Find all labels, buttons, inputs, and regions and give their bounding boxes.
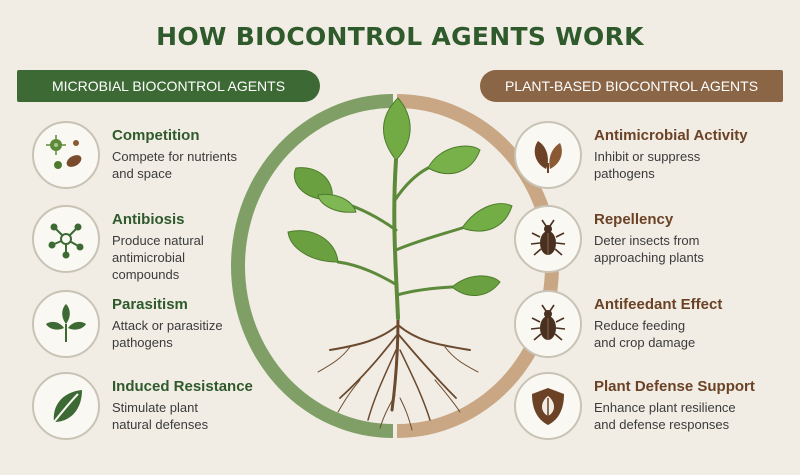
page-title: HOW BIOCONTROL AGENTS WORK [156,22,644,51]
right-item-plant-defense-support: Plant Defense Support Enhance plant resi… [514,372,800,452]
roots-icon [317,316,479,431]
plant-based-banner: PLANT-BASED BIOCONTROL AGENTS [480,70,783,102]
item-desc-line: Compete for nutrients [112,149,238,164]
leaf-icon [32,372,100,440]
item-desc-line: and crop damage [594,335,696,350]
item-desc-line: compounds [112,267,180,282]
item-desc-line: and space [112,166,172,181]
right-item-antifeedant-effect: Antifeedant Effect Reduce feeding and cro… [514,290,800,370]
item-desc-line: Produce natural [112,233,204,248]
shield-leaf-icon [514,372,582,440]
item-heading: Repellency [594,211,674,228]
molecule-icon [32,205,100,273]
left-item-parasitism: Parasitism Attack or parasitize pathogens [32,290,352,370]
left-item-antibiosis: Antibiosis Produce natural antimicrobial c… [32,205,352,285]
item-heading: Antimicrobial Activity [594,127,748,144]
item-desc-line: Enhance plant resilience [594,400,736,415]
item-heading: Plant Defense Support [594,378,755,395]
item-heading: Induced Resistance [112,378,253,395]
leaf-pair-icon [514,121,582,189]
item-desc-line: pathogens [112,335,173,350]
microbial-banner: MICROBIAL BIOCONTROL AGENTS [17,70,320,102]
leaves-icon [32,290,100,358]
item-desc-line: Reduce feeding [594,318,686,333]
item-heading: Parasitism [112,296,188,313]
item-desc-line: Attack or parasitize [112,318,223,333]
item-desc-line: Deter insects from [594,233,700,248]
microbes-icon [32,121,100,189]
beetle-icon [514,290,582,358]
item-heading: Antibiosis [112,211,185,228]
item-desc-line: Stimulate plant [112,400,198,415]
item-desc-line: antimicrobial [112,250,185,265]
item-heading: Antifeedant Effect [594,296,723,313]
left-item-competition: Competition Compete for nutrients and spa… [32,121,352,201]
left-item-induced-resistance: Induced Resistance Stimulate plant natura… [32,372,352,452]
item-desc-line: and defense responses [594,417,730,432]
item-desc-line: natural defenses [112,417,209,432]
item-desc-line: pathogens [594,166,655,181]
item-desc-line: Inhibit or suppress [594,149,701,164]
right-item-repellency: Repellency Deter insects from approaching… [514,205,800,285]
item-desc-line: approaching plants [594,250,704,265]
beetle-icon [514,205,582,273]
item-heading: Competition [112,127,200,144]
plant-leaves-icon [287,97,513,296]
right-item-antimicrobial-activity: Antimicrobial Activity Inhibit or suppre… [514,121,800,201]
